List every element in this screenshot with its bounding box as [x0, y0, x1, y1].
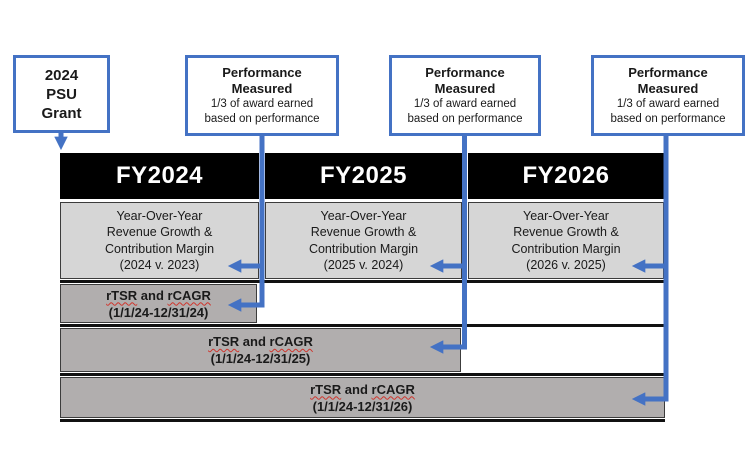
metric-line: (2024 v. 2023): [119, 258, 200, 272]
metric-line: Revenue Growth &: [513, 225, 619, 239]
bar-rtsr-2024-25: rTSR and rCAGR (1/1/24-12/31/25): [60, 328, 461, 372]
metric-cell-fy2025: Year-Over-Year Revenue Growth & Contribu…: [265, 202, 462, 279]
divider-line: [60, 373, 665, 376]
bar-title: rTSR and rCAGR: [310, 381, 415, 398]
metric-line: Year-Over-Year: [523, 208, 609, 223]
header-fy2024: FY2024: [60, 153, 259, 199]
bar-rtsr-2024: rTSR and rCAGR (1/1/24-12/31/24): [60, 284, 257, 323]
performance-title: Performance: [425, 65, 505, 80]
bar-conj: and: [239, 334, 270, 349]
bar-word: rCAGR: [371, 381, 415, 397]
metric-cell-fy2026: Year-Over-Year Revenue Growth & Contribu…: [468, 202, 664, 279]
performance-box-3: Performance Measured 1/3 of award earned…: [591, 55, 745, 136]
metric-line: (2025 v. 2024): [323, 258, 404, 272]
metric-line: Contribution Margin: [308, 241, 419, 256]
performance-box-1: Performance Measured 1/3 of award earned…: [185, 55, 339, 136]
bar-rtsr-2024-26: rTSR and rCAGR (1/1/24-12/31/26): [60, 377, 665, 418]
header-fy2025: FY2025: [265, 153, 462, 199]
bar-period: (1/1/24-12/31/24): [108, 304, 209, 320]
performance-subtitle: 1/3 of award earned: [413, 98, 517, 110]
psu-grant-line: 2024: [44, 66, 79, 84]
performance-subtitle: based on performance: [610, 112, 726, 125]
performance-subtitle: 1/3 of award earned: [616, 98, 720, 110]
divider-line: [60, 280, 665, 283]
metric-line: Year-Over-Year: [320, 208, 407, 223]
performance-subtitle: based on performance: [407, 112, 523, 125]
performance-title: Measured: [637, 81, 699, 96]
psu-grant-line: Grant: [41, 104, 82, 122]
performance-title: Measured: [231, 81, 293, 96]
performance-title: Performance: [628, 65, 708, 80]
metric-line: Year-Over-Year: [116, 208, 203, 223]
metric-line: Revenue Growth &: [310, 225, 417, 239]
divider-line: [60, 324, 665, 327]
bar-word: rTSR: [208, 334, 240, 349]
bar-word: rCAGR: [269, 334, 313, 349]
bar-word: rTSR: [106, 287, 138, 303]
bar-word: rCAGR: [167, 287, 211, 303]
performance-title: Measured: [434, 81, 496, 96]
psu-grant-box: 2024 PSU Grant: [13, 55, 110, 133]
bar-title: rTSR and rCAGR: [106, 287, 211, 304]
bar-word: rTSR: [310, 381, 342, 397]
header-fy2026: FY2026: [468, 153, 664, 199]
performance-box-2: Performance Measured 1/3 of award earned…: [389, 55, 541, 136]
performance-subtitle: 1/3 of award earned: [210, 98, 314, 110]
bar-conj: and: [137, 287, 168, 303]
performance-title: Performance: [222, 65, 302, 80]
metric-line: Contribution Margin: [104, 241, 215, 256]
bar-period: (1/1/24-12/31/25): [210, 351, 311, 366]
bar-conj: and: [341, 381, 372, 397]
psu-grant-line: PSU: [46, 85, 77, 103]
bar-period: (1/1/24-12/31/26): [312, 398, 413, 414]
metric-line: Contribution Margin: [511, 241, 621, 256]
divider-line: [60, 419, 665, 422]
metric-cell-fy2024: Year-Over-Year Revenue Growth & Contribu…: [60, 202, 259, 279]
metric-line: Revenue Growth &: [106, 225, 213, 239]
bar-title: rTSR and rCAGR: [208, 333, 313, 350]
metric-line: (2026 v. 2025): [526, 258, 606, 272]
performance-subtitle: based on performance: [204, 112, 320, 125]
